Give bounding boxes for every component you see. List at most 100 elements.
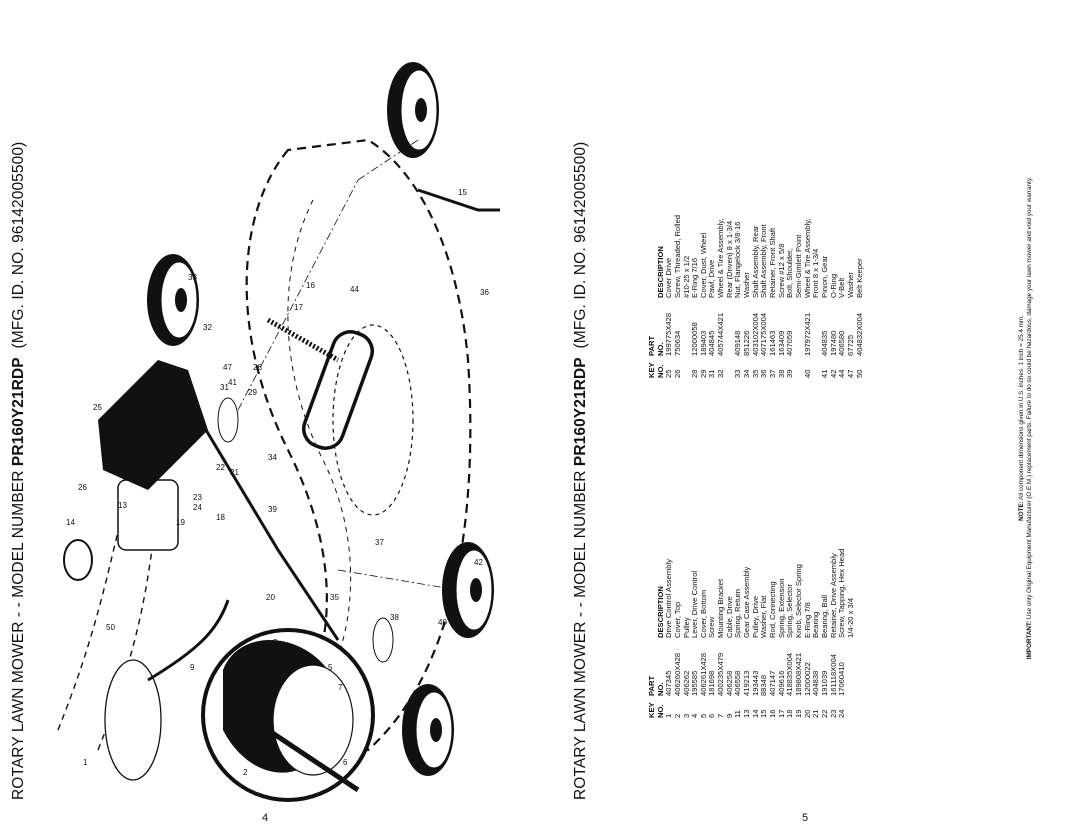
key-cell: 32 xyxy=(716,369,726,378)
callout-32: 32 xyxy=(203,323,212,332)
callout-14: 14 xyxy=(66,518,75,527)
part-no-cell: 750634 xyxy=(672,330,682,356)
wheel-rear-bottom xyxy=(402,684,454,776)
part-no-cell: 405744X421 xyxy=(716,312,726,356)
callout-18: 18 xyxy=(216,513,225,522)
leader-line-2 xyxy=(337,569,459,591)
page-number: 4 xyxy=(262,812,269,824)
inset-lever xyxy=(266,727,360,793)
wheel-front-bottom xyxy=(442,542,494,638)
callout-39: 39 xyxy=(268,505,277,514)
wheel-front-top xyxy=(387,62,439,158)
exploded-parts-diagram: 1 2 3 4 5 6 7 9 11 13 14 15 16 17 18 19 … xyxy=(38,30,508,802)
deck-inner-outline xyxy=(287,199,352,671)
callout-26: 26 xyxy=(78,483,87,492)
key-cell: 40 xyxy=(802,369,812,378)
callout-5: 5 xyxy=(328,663,333,672)
callout-29: 29 xyxy=(248,388,257,397)
callout-47: 47 xyxy=(223,363,232,372)
callout-20: 20 xyxy=(266,593,275,602)
wheel-rear-top xyxy=(147,254,199,346)
part-no-cell: 407059 xyxy=(785,330,795,356)
note-line: NOTE: All component dimensions given in … xyxy=(1018,315,1025,521)
leader-line-1 xyxy=(237,139,419,411)
callout-35: 35 xyxy=(330,593,339,602)
drive-control xyxy=(104,659,162,781)
description-cell: 1/4-20 x 3/4 xyxy=(845,597,855,638)
callout-21: 21 xyxy=(230,468,239,477)
key-cell: 50 xyxy=(854,369,864,378)
key-cell xyxy=(847,696,856,718)
key-cell: 39 xyxy=(785,369,795,378)
description-header: DESCRIPTION xyxy=(655,246,665,298)
part-no-cell: 17060410 xyxy=(837,662,847,696)
page-number: 5 xyxy=(802,812,809,824)
diagram-svg: 1 2 3 4 5 6 7 9 11 13 14 15 16 17 18 19 … xyxy=(57,62,508,802)
callout-41: 41 xyxy=(228,378,237,387)
right-page: ROTARY LAWN MOWER - - MODEL NUMBER PR160… xyxy=(540,0,1080,834)
callout-17: 17 xyxy=(294,303,303,312)
dust-cover-bottom xyxy=(372,617,394,663)
part-no-cell: 197972X421 xyxy=(802,312,812,356)
callout-44: 44 xyxy=(350,285,359,294)
table-row: 1/4-20 x 3/4 xyxy=(845,549,856,718)
deck-inner-ring xyxy=(332,324,414,516)
callout-38: 38 xyxy=(390,613,399,622)
callout-24: 24 xyxy=(193,503,202,512)
description-header: DESCRIPTION xyxy=(655,586,665,638)
page-title: ROTARY LAWN MOWER - - MODEL NUMBER PR160… xyxy=(572,141,589,800)
callout-34: 34 xyxy=(268,453,277,462)
callout-6: 6 xyxy=(343,758,348,767)
page-title: ROTARY LAWN MOWER - - MODEL NUMBER PR160… xyxy=(10,141,27,800)
callout-11: 11 xyxy=(126,473,135,482)
part-no-cell: 404832X004 xyxy=(854,312,864,356)
callout-36: 36 xyxy=(480,288,489,297)
note-block: NOTE: All component dimensions given in … xyxy=(1018,18,1035,818)
callout-1: 1 xyxy=(83,758,88,767)
gear-case xyxy=(117,479,179,551)
key-cell: 26 xyxy=(672,369,682,378)
deck-outline xyxy=(245,138,472,752)
callout-13: 13 xyxy=(118,501,127,510)
part-no-cell xyxy=(847,638,856,696)
callout-33: 33 xyxy=(188,273,197,282)
callout-28: 28 xyxy=(253,363,262,372)
left-page: ROTARY LAWN MOWER - - MODEL NUMBER PR160… xyxy=(10,30,508,824)
callout-2: 2 xyxy=(243,768,248,777)
extension-spring xyxy=(266,317,340,363)
callout-31: 31 xyxy=(220,383,229,392)
pulley-drive xyxy=(63,539,93,581)
important-line: IMPORTANT: Use only Original Equipment M… xyxy=(1026,176,1034,660)
callout-25: 25 xyxy=(93,403,102,412)
v-belt xyxy=(302,330,374,450)
callout-42: 42 xyxy=(474,558,483,567)
callout-7: 7 xyxy=(338,683,343,692)
callout-16: 16 xyxy=(306,281,315,290)
callout-22: 22 xyxy=(216,463,225,472)
callout-9: 9 xyxy=(190,663,195,672)
drive-cable xyxy=(147,599,230,682)
rear-shaft xyxy=(186,399,340,641)
callout-4: 4 xyxy=(253,748,258,757)
callout-3: 3 xyxy=(273,638,278,647)
key-cell: 24 xyxy=(837,709,847,718)
callout-23: 23 xyxy=(193,493,202,502)
drive-cover xyxy=(98,360,208,490)
callout-50: 50 xyxy=(106,623,115,632)
table-row: 50 404832X004 Belt Keeper xyxy=(854,215,865,378)
callout-40: 40 xyxy=(438,618,447,627)
front-shaft xyxy=(417,188,508,212)
description-cell: Belt Keeper xyxy=(854,258,864,298)
callout-19: 19 xyxy=(176,518,185,527)
callout-37: 37 xyxy=(375,538,384,547)
